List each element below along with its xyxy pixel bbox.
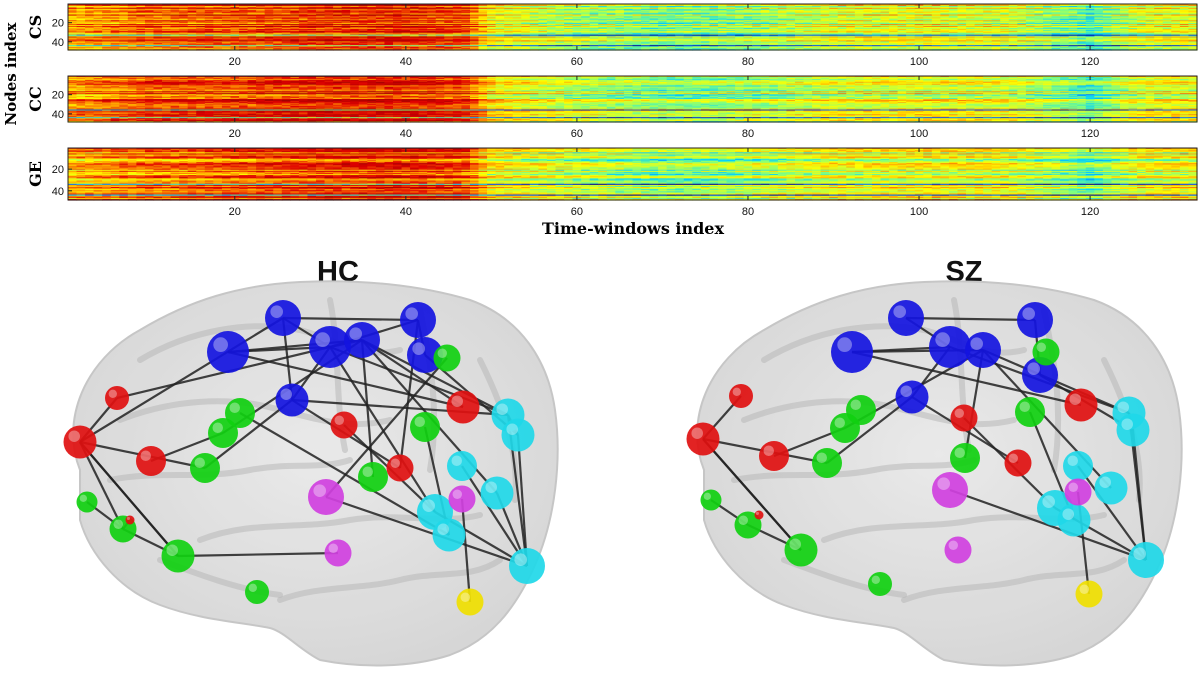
heatmap-cells xyxy=(68,4,1198,51)
y-axis-title: Nodes index xyxy=(2,21,20,125)
